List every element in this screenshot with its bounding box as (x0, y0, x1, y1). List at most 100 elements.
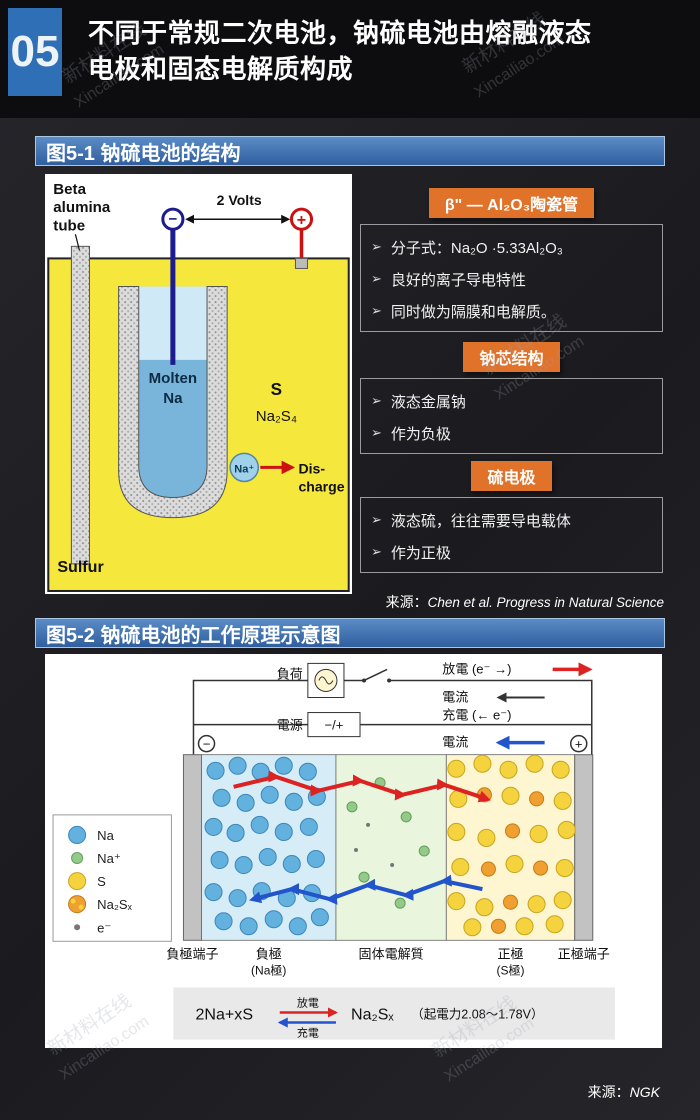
tag-row-sodium-core: 钠芯结构 (360, 342, 663, 372)
beta-alumina-u-tube (118, 286, 228, 519)
equation-note: （起電力2.08～1.78V） (411, 1008, 543, 1022)
legend-na2sx-label: Na₂Sₓ (97, 897, 132, 912)
molten-label-2: Na (163, 390, 183, 407)
power-source-symbol: −/+ (325, 718, 344, 733)
equation-rhs: Na₂Sₓ (351, 1006, 394, 1024)
outer-tube-wall (70, 245, 90, 565)
bullet-row: ➢作为负极 (371, 417, 652, 449)
legend-na2sx-dot (78, 904, 84, 910)
neg-terminal-label: 負極端子 (166, 946, 218, 961)
section2-source: 来源：NGK (588, 1082, 660, 1102)
bullet-text: 同时做为隔膜和电解质。 (390, 303, 556, 321)
section2-header-bar: 图5-2 钠硫电池的工作原理示意图 (35, 618, 665, 648)
bullet-text: 分子式：Na₂O ·5.33Al₂O₃ (390, 239, 563, 257)
bullet-row: ➢ 作为正极 (371, 536, 652, 568)
bullet-row: ➢ 分子式：Na₂O ·5.33Al₂O₃ (371, 231, 652, 263)
bullet-text: 液态硫，往往需要导电载体 (390, 512, 571, 530)
sodium-core-info-box: ➢液态金属钠 ➢作为负极 (360, 378, 663, 454)
arrow-bullet-icon: ➢ (371, 512, 382, 527)
discharge-ion-path (233, 770, 491, 803)
discharge-electron-label: 放電 (e⁻ →) (442, 661, 511, 676)
legend-box: Na Na⁺ S Na₂Sₓ e⁻ (52, 814, 172, 942)
charge-ion-path (249, 874, 483, 905)
load-label: 負荷 (277, 666, 303, 681)
bulb-filament (318, 676, 334, 685)
plus-terminal-icon (569, 734, 588, 753)
positive-sign: + (297, 211, 306, 229)
legend-naplus-label: Na⁺ (97, 851, 121, 866)
pos-terminal-label: 正極端子 (558, 946, 610, 961)
positive-electrode-region (445, 754, 576, 941)
section1-header-bar: 图5-1 钠硫电池的结构 (35, 136, 665, 166)
minus-terminal-icon (197, 734, 216, 753)
legend-na-icon (68, 825, 87, 844)
sulfur-electrode-info-box: ➢ 液态硫，往往需要导电载体 ➢ 作为正极 (360, 497, 663, 573)
arrow-bullet-icon: ➢ (371, 393, 382, 408)
legend-s-icon (68, 872, 87, 891)
circuit-wires (192, 668, 593, 755)
working-principle-figure: 負荷 −/+ 電源 − + 放電 (e⁻ →) 電流 充電 (← e⁻) 電流 (45, 654, 662, 1048)
arrow-bullet-icon: ➢ (371, 271, 382, 286)
pos-electrode-label: 正極 (497, 946, 523, 961)
source-citation: Chen et al. Progress in Natural Science (427, 595, 664, 610)
page-title-line1: 不同于常规二次电池，钠硫电池由熔融液态 (88, 18, 592, 48)
negative-sign: − (168, 211, 177, 228)
molten-label-1: Molten (149, 370, 198, 387)
page-header: 05 不同于常规二次电池，钠硫电池由熔融液态 电极和固态电解质构成 (0, 0, 700, 118)
beta-label-3: tube (53, 217, 85, 234)
page-title-line2: 电极和固态电解质构成 (88, 53, 354, 84)
positive-contact (294, 257, 309, 269)
bullet-row: ➢ 液态硫，往往需要导电载体 (371, 504, 652, 536)
source-citation: NGK (629, 1084, 660, 1100)
bullet-text: 良好的离子导电特性 (390, 271, 526, 289)
minus-terminal-sign: − (203, 737, 211, 752)
power-source-label: 電源 (277, 718, 303, 733)
bullet-row: ➢ 良好的离子导电特性 (371, 263, 652, 295)
arrow-bullet-icon: ➢ (371, 239, 382, 254)
section2-title: 图5-2 钠硫电池的工作原理示意图 (46, 624, 341, 647)
legend-electron-label: e⁻ (97, 920, 111, 935)
legend-electron-icon (74, 924, 81, 931)
neg-electrode-label: 負極 (256, 946, 282, 961)
sodium-ion-icon (229, 452, 260, 483)
positive-terminal-icon (289, 207, 314, 231)
volts-label: 2 Volts (217, 192, 262, 208)
cell-labels: 負極端子 負極 (Na極) 固体電解質 正極 (S極) 正極端子 (166, 946, 609, 977)
sodium-polysulfide-label: Na₂S₄ (256, 408, 297, 425)
tag-row-sulfur-electrode: 硫电极 (360, 461, 663, 491)
battery-structure-diagram: − 2 Volts + Beta alumina tube Molten Na … (45, 174, 352, 594)
electron-dots (354, 822, 395, 868)
page-number-badge: 05 (8, 8, 62, 96)
sulfur-symbol: S (271, 380, 282, 399)
ceramic-tube-tag: β" — Al₂O₃陶瓷管 (428, 188, 595, 218)
arrow-bullet-icon: ➢ (371, 303, 382, 318)
legend-s-label: S (97, 874, 106, 889)
legend-na2sx-icon (68, 895, 87, 914)
tag-row-ceramic: β" — Al₂O₃陶瓷管 (360, 188, 663, 218)
section1-title: 图5-1 钠硫电池的结构 (46, 142, 241, 165)
beta-label-2: alumina (53, 199, 111, 216)
ceramic-tube-info-box: ➢ 分子式：Na₂O ·5.33Al₂O₃ ➢ 良好的离子导电特性 ➢ 同时做为隔膜和… (360, 224, 663, 332)
bullet-row: ➢ 同时做为隔膜和电解质。 (371, 295, 652, 327)
section1-source: 来源：Chen et al. Progress in Natural Scien… (386, 592, 664, 612)
sulfur-electrode-tag: 硫电极 (471, 461, 552, 491)
negative-terminal-bar (182, 754, 203, 941)
discharge-current-label: 電流 (442, 690, 468, 705)
equation-discharge-label: 放電 (297, 996, 319, 1010)
arrow-bullet-icon: ➢ (371, 544, 382, 559)
equation-lhs: 2Na+xS (195, 1006, 253, 1024)
beta-pointer-line (74, 234, 81, 251)
charge-electron-label: 充電 (← e⁻) (442, 708, 511, 723)
power-source-box (307, 712, 361, 738)
legend-na2sx-dot (70, 898, 76, 904)
page-title: 不同于常规二次电池，钠硫电池由熔融液态 电极和固态电解质构成 (88, 16, 592, 88)
beta-label-1: Beta (53, 181, 86, 198)
sodium-core-tag: 钠芯结构 (463, 342, 560, 372)
battery-structure-figure: − 2 Volts + Beta alumina tube Molten Na … (45, 174, 352, 594)
arrow-bullet-icon: ➢ (371, 425, 382, 440)
bullet-text: 作为正极 (390, 544, 451, 562)
positive-terminal-bar (574, 754, 594, 941)
charge-current-label: 電流 (442, 735, 468, 750)
legend-na-label: Na (97, 828, 114, 843)
reaction-equation: 2Na+xS 放電 充電 Na₂Sₓ （起電力2.08～1.78V） (173, 987, 615, 1040)
